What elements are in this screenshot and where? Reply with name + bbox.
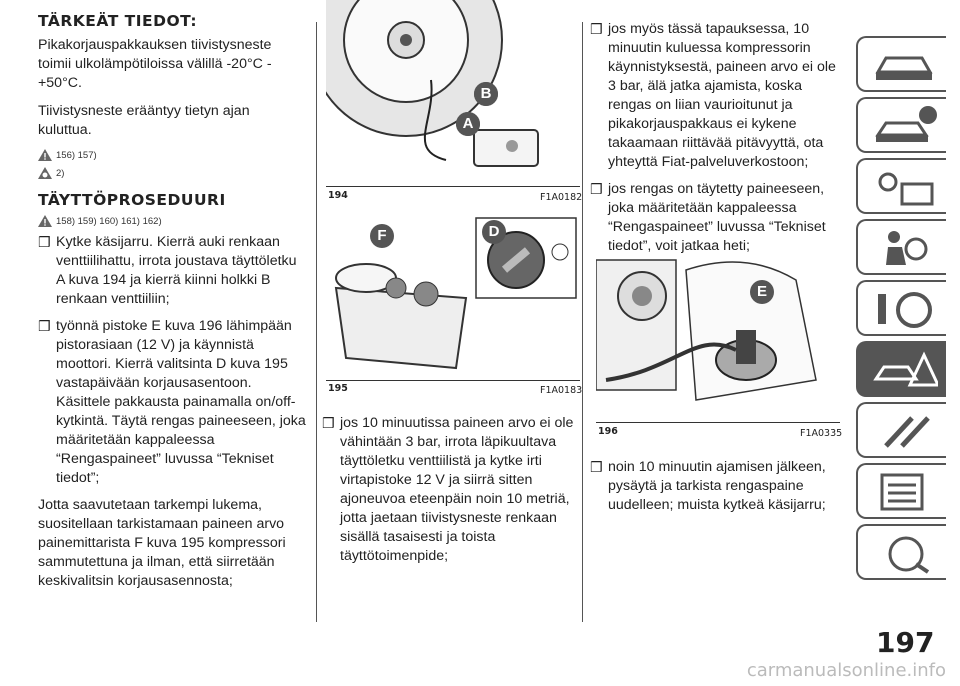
caution-triangle-icon [38,167,52,179]
column-divider [316,22,317,622]
heading-important: TÄRKEÄT TIEDOT: [38,12,198,30]
checkbox-bullet-icon: ❒ [590,459,603,475]
emergency-car-icon [873,351,938,387]
figure-194-caption: 194 [328,190,348,201]
checkbox-bullet-icon: ❒ [322,415,335,431]
right-column: ❒ jos myös tässä tapauksessa, 10 minuuti… [590,20,840,264]
figure-195-caption: 195 [328,383,348,394]
steering-wheel-icon [878,292,932,328]
tab-driving[interactable] [856,280,946,336]
figure-196: E [595,250,840,423]
warning-ref-3: 158) 159) 160) 161) 162) [38,215,306,227]
right-column-bottom: ❒ noin 10 minuutin ajamisen jälkeen, pys… [590,458,840,523]
tab-lights-messages[interactable] [856,158,946,214]
paragraph-temperature: Pikakorjauspakkauksen tiivistysneste toi… [38,37,272,91]
list-item: ❒ Kytke käsijarru. Kierrä auki renkaan v… [38,234,297,307]
callout-label-a: A [456,112,480,136]
callout-label-b: B [474,82,498,106]
figure-195-code: F1A0183 [540,385,583,396]
warning-ref-1: 156) 157) [38,149,306,161]
checkbox-bullet-icon: ❒ [590,181,603,197]
tire-compressor-illustration [309,0,539,167]
checkbox-bullet-icon: ❒ [38,318,51,334]
checkbox-bullet-icon: ❒ [38,234,51,250]
tab-car-overview[interactable] [856,36,946,92]
callout-label-e: E [750,280,774,304]
warning-triangle-icon [38,149,52,161]
list-item: ❒ jos myös tässä tapauksessa, 10 minuuti… [590,21,836,170]
watermark-footer: carmanualsonline.info [746,660,946,681]
list-item: ❒ noin 10 minuutin ajamisen jälkeen, pys… [590,459,826,513]
paragraph-expiry: Tiivistysneste erääntyy tietyn ajan kulu… [38,103,250,138]
warning-light-envelope-icon [878,172,934,206]
car-icon [875,56,933,80]
list-item: ❒ jos rengas on täytetty paineeseen, jok… [590,181,826,254]
figure-195: F D [326,208,580,381]
power-socket-illustration [595,259,817,401]
tab-technical-data[interactable] [856,463,946,519]
page-number: 197 [876,626,935,659]
wrench-tools-icon [884,416,930,448]
figure-196-code: F1A0335 [800,428,843,439]
tab-emergency[interactable] [856,341,946,397]
figure-194-code: F1A0182 [540,192,583,203]
figure-194: B A [309,0,580,187]
list-item: ❒ työnnä pistoke E kuva 196 lähimpään pi… [38,318,306,486]
chapter-tabs [856,36,946,585]
airbag-person-icon [886,231,928,265]
column-divider [582,22,583,622]
paragraph-accuracy: Jotta saavutetaan tarkempi lukema, suosi… [38,497,286,589]
list-item: ❒ jos 10 minuutissa paineen arvo ei ole … [322,415,574,564]
middle-column-text: ❒ jos 10 minuutissa paineen arvo ei ole … [322,414,582,574]
car-info-icon [875,106,937,142]
checkbox-bullet-icon: ❒ [590,21,603,37]
tab-maintenance[interactable] [856,402,946,458]
tab-car-info[interactable] [856,97,946,153]
warning-triangle-icon [38,215,52,227]
heading-procedure: TÄYTTÖPROSEDUURI [38,191,226,209]
compressor-illustration [334,217,577,370]
callout-label-d: D [482,220,506,244]
data-sheet-icon [880,473,924,511]
alphabet-index-icon [888,536,930,574]
tab-safety[interactable] [856,219,946,275]
figure-196-caption: 196 [598,426,618,437]
warning-ref-2: 2) [38,167,306,179]
tab-index[interactable] [856,524,946,580]
callout-label-f: F [370,224,394,248]
left-column: TÄRKEÄT TIEDOT: Pikakorjauspakkauksen ti… [38,12,306,600]
